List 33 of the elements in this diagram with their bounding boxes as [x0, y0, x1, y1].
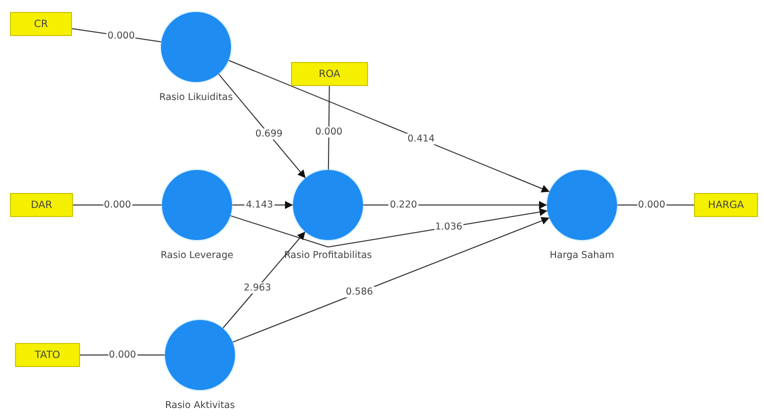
- path-arrow: [222, 231, 306, 329]
- indicator-box: DAR: [10, 193, 73, 217]
- path-arrow: [228, 60, 550, 192]
- latent-variable-circle: [165, 320, 235, 390]
- construct-label: Harga Saham: [550, 250, 614, 261]
- indicator-box: HARGA: [694, 193, 758, 217]
- connector-line: [328, 86, 330, 170]
- latent-variable-circle: [161, 12, 231, 82]
- path-arrow: [218, 73, 306, 179]
- edge-label: 1.036: [434, 222, 464, 233]
- construct-label: Rasio Aktivitas: [165, 400, 235, 411]
- indicator-box: ROA: [291, 62, 368, 86]
- edge-label: 0.000: [102, 200, 132, 210]
- latent-variable-circle: [293, 170, 363, 240]
- indicator-box: CR: [10, 12, 72, 36]
- edge-label: 0.000: [106, 30, 136, 42]
- construct-label: Rasio Leverage: [160, 250, 234, 261]
- indicator-box: TATO: [15, 343, 80, 367]
- edge-label: 0.000: [314, 126, 344, 138]
- path-arrow: [232, 217, 550, 343]
- path-arrow: [230, 208, 548, 248]
- construct-label: Rasio Likuiditas: [159, 92, 233, 103]
- latent-variable-circle: [547, 170, 617, 240]
- edge-label: 0.699: [254, 128, 284, 140]
- edge-label: 4.143: [244, 200, 274, 210]
- edge-label: 0.220: [388, 200, 418, 210]
- construct-label: Rasio Profitabilitas: [284, 250, 372, 261]
- latent-variable-circle: [162, 170, 232, 240]
- edge-label: 0.586: [344, 286, 374, 298]
- edge-label: 2.963: [242, 282, 272, 294]
- edge-label: 0.000: [108, 350, 138, 360]
- edge-label: 0.414: [406, 134, 436, 145]
- edge-label: 0.000: [637, 200, 666, 210]
